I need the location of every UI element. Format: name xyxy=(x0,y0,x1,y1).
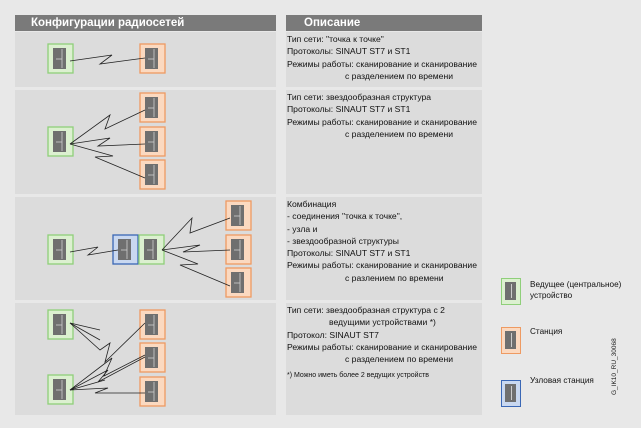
station-device-icon xyxy=(139,159,166,190)
legend-node-label: Узловая станция xyxy=(530,376,594,385)
legend-master-label: Ведущее (центральное) устройство xyxy=(530,280,622,300)
station-device-icon xyxy=(139,126,166,157)
master-device-icon xyxy=(138,234,165,265)
description-line: с разделением по времени xyxy=(345,354,454,365)
radio-link xyxy=(69,354,146,391)
description-line: с разделением по времени xyxy=(345,128,454,139)
radio-link xyxy=(69,109,146,145)
master-device-icon xyxy=(47,234,74,265)
description-line: - узла и xyxy=(287,223,318,234)
description-line: Режимы работы: сканирование и сканирован… xyxy=(287,116,478,127)
description-line: ведущими устройствами *) xyxy=(329,317,436,328)
description-line: Режимы работы: сканирование и сканирован… xyxy=(287,260,478,271)
description-line: Режимы работы: сканирование и сканирован… xyxy=(287,58,478,69)
station-device-icon xyxy=(225,234,252,265)
description-line: - звездообразной структуры xyxy=(287,235,399,246)
radio-link xyxy=(69,322,101,331)
legend-node-icon xyxy=(501,380,521,407)
radio-link xyxy=(69,54,146,65)
footnote: *) Можно иметь более 2 ведущих устройств xyxy=(287,372,430,380)
header-radio-configurations: Конфигурации радиосетей xyxy=(15,15,276,31)
description-line: Протоколы: SINAUT ST7 и ST1 xyxy=(287,104,411,115)
radio-link xyxy=(69,137,146,147)
legend-master-icon xyxy=(501,278,521,305)
radio-link xyxy=(69,387,145,394)
master-device-icon xyxy=(47,374,74,405)
station-device-icon xyxy=(139,92,166,123)
legend-station-label: Станция xyxy=(530,327,563,336)
radio-link xyxy=(69,379,106,391)
station-device-icon xyxy=(139,309,166,340)
master-device-icon xyxy=(47,43,74,74)
description-line: с разлением по времени xyxy=(345,272,444,283)
document-id: G_IK10_RU_30068 xyxy=(611,338,618,395)
description-line: Протокол: SINAUT ST7 xyxy=(287,329,379,340)
description-line: Тип сети: звездообразная структура xyxy=(287,92,432,102)
description-line: с разделением по времени xyxy=(345,70,454,81)
description-line: - соединения "точка к точке", xyxy=(287,211,403,222)
node-device-icon xyxy=(112,234,139,265)
radio-link xyxy=(69,143,146,179)
station-device-icon xyxy=(225,267,252,298)
description-line: Протоколы: SINAUT ST7 и ST1 xyxy=(287,46,411,57)
header-description: Описание xyxy=(286,15,482,31)
description-cell: Тип сети: "точка к точке" Протоколы: SINA… xyxy=(286,32,482,87)
radio-link xyxy=(69,356,146,391)
radio-link xyxy=(161,249,231,287)
legend-station-icon xyxy=(501,327,521,354)
description-line: Тип сети: звездообразная структура с 2 xyxy=(287,305,445,315)
description-cell: Тип сети: звездообразная структура с 2 ве… xyxy=(286,303,482,415)
radio-link xyxy=(69,246,119,256)
station-device-icon xyxy=(139,376,166,407)
master-device-icon xyxy=(47,309,74,340)
radio-link xyxy=(161,216,231,251)
master-device-icon xyxy=(47,126,74,157)
radio-link xyxy=(161,244,231,253)
description-line: Протоколы: SINAUT ST7 и ST1 xyxy=(287,248,411,259)
description-cell: Комбинация- соединения "точка к точке",-… xyxy=(286,197,482,300)
description-line: Комбинация xyxy=(287,199,337,209)
description-line: Режимы работы: сканирование и сканирован… xyxy=(287,341,478,352)
station-device-icon xyxy=(225,200,252,231)
radio-link xyxy=(69,322,101,341)
description-line: Тип сети: "точка к точке" xyxy=(287,34,384,44)
radio-link xyxy=(69,322,146,364)
